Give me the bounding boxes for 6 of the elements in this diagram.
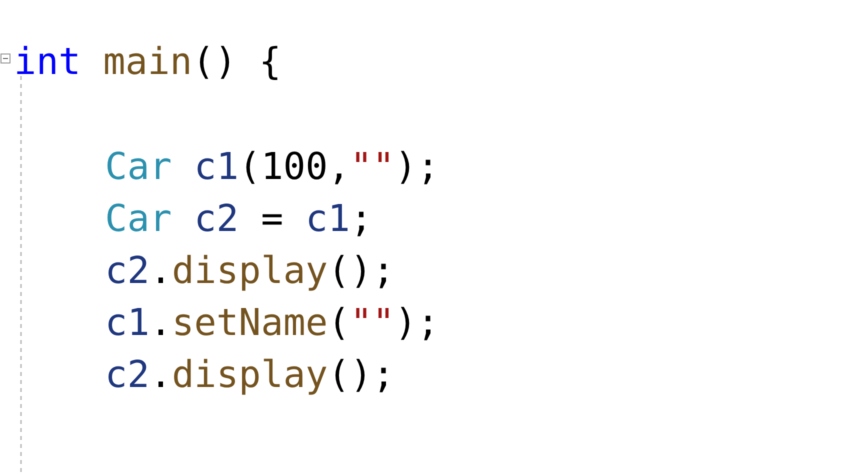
code-line: c1.setName(""); <box>105 301 440 345</box>
code-line: int main() { <box>14 40 282 84</box>
code-line: c2.display(); <box>105 249 395 293</box>
code-line: Car c2 = c1; <box>105 197 372 241</box>
code-line: Car c1(100,""); <box>105 145 440 189</box>
code-line: c2.display(); <box>105 353 395 397</box>
